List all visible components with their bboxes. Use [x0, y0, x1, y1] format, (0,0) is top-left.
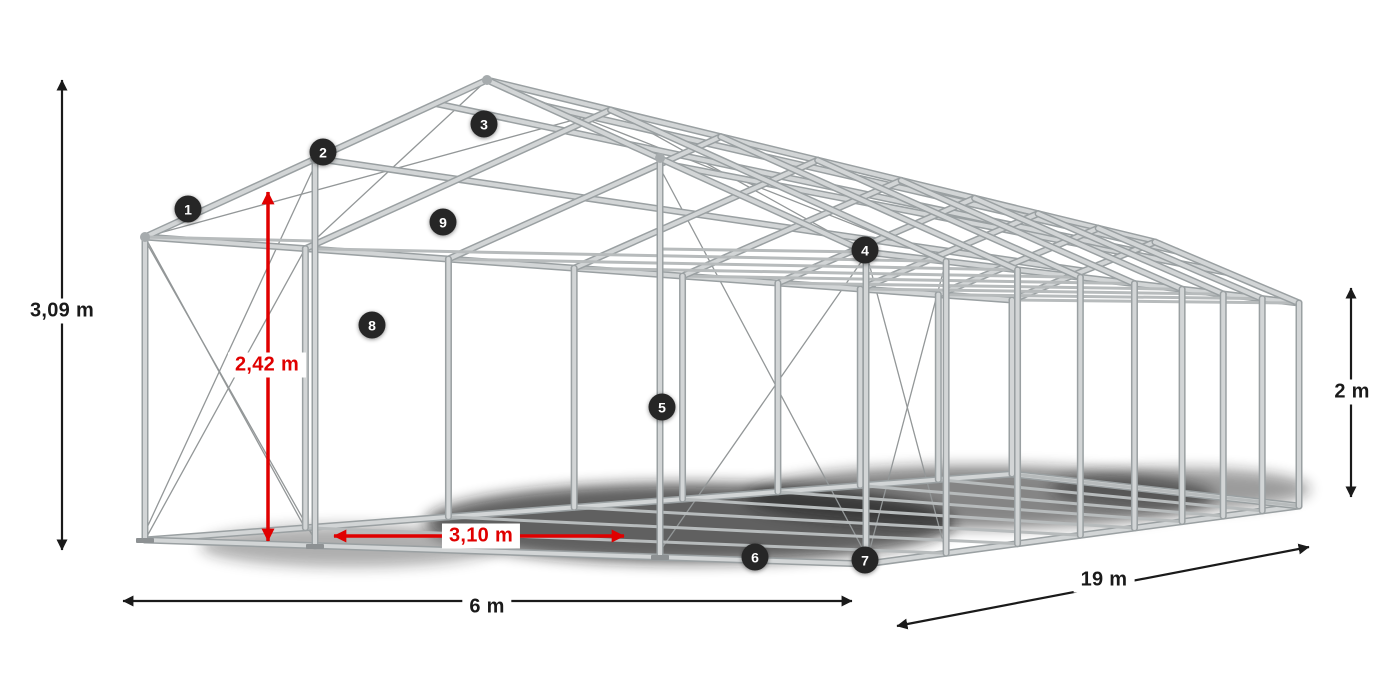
- part-marker-8[interactable]: 8: [358, 311, 386, 339]
- dimension-label-side-height: 2 m: [1327, 379, 1377, 405]
- dimension-label-length: 19 m: [1073, 567, 1135, 593]
- dimension-label-ridge-height: 3,09 m: [22, 298, 102, 324]
- part-marker-5[interactable]: 5: [648, 393, 676, 421]
- steel-frame: [136, 75, 1303, 568]
- dimension-label-entrance-width: 3,10 m: [441, 523, 521, 549]
- dimension-label-entrance-height: 2,42 m: [227, 352, 307, 378]
- part-marker-3[interactable]: 3: [470, 110, 498, 138]
- part-marker-6[interactable]: 6: [741, 543, 769, 571]
- dimension-label-width: 6 m: [462, 594, 512, 620]
- part-marker-7[interactable]: 7: [851, 546, 879, 574]
- part-marker-2[interactable]: 2: [309, 138, 337, 166]
- part-marker-4[interactable]: 4: [851, 236, 879, 264]
- part-marker-1[interactable]: 1: [174, 195, 202, 223]
- part-marker-9[interactable]: 9: [429, 208, 457, 236]
